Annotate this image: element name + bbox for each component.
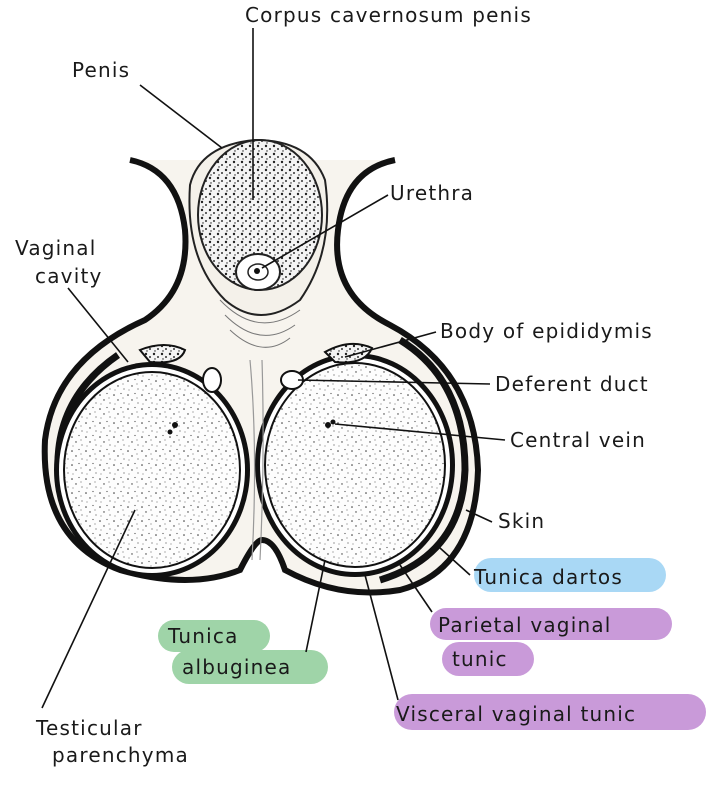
label-vaginal-cavity-line1: Vaginal [15,236,97,260]
highlight-tunica-dartos [474,558,666,592]
label-central-vein: Central vein [510,428,646,452]
label-tunica-dartos: Tunica dartos [473,565,623,589]
label-visceral-vaginal-tunic: Visceral vaginal tunic [396,702,636,726]
label-corpus-cavernosum: Corpus cavernosum penis [245,3,532,27]
scrotal-septum [249,359,264,561]
label-deferent-duct: Deferent duct [495,372,649,396]
label-vaginal-cavity-line2: cavity [35,264,103,288]
right-testis [255,342,455,577]
highlight-parietal-line1 [430,608,672,640]
label-testicular-line1: Testicular [35,716,143,740]
leader-lines [41,28,506,709]
label-skin: Skin [498,509,545,533]
highlight-visceral [394,694,706,730]
label-testicular-line2: parenchyma [52,743,189,767]
label-parietal-vaginal-line1: Parietal vaginal [438,613,612,637]
highlight-tunica-albuginea-line2 [172,650,328,684]
label-tunica-albuginea-line2: albuginea [182,655,291,679]
label-urethra: Urethra [390,181,474,205]
penis-section [188,138,329,348]
label-tunica-albuginea-line1: Tunica [167,624,239,648]
highlight-tunica-albuginea-line1 [158,620,270,652]
label-parietal-vaginal-line2: tunic [452,647,508,671]
label-penis: Penis [72,58,130,82]
left-testis [54,344,250,578]
label-body-of-epididymis: Body of epididymis [440,319,653,343]
highlight-parietal-line2 [442,642,534,676]
